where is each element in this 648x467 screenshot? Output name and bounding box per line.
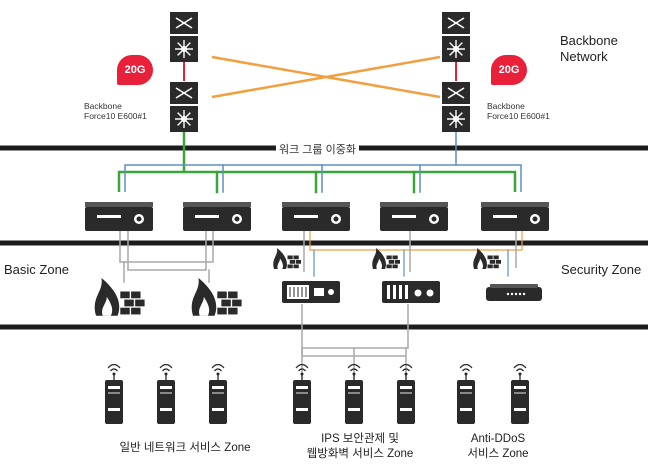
workgroup-switch-5 [481,202,549,231]
security-firewall-2 [372,248,400,269]
ips-waf-service-zone-label: IPS 보안관제 및 웹방화벽 서비스 Zone [306,433,414,460]
workgroup-redundancy-label: 워크 그룹 이중화 [276,141,359,157]
general-server-3 [209,363,227,424]
zone-divider-3 [0,324,648,330]
left-backbone-switch-label: Backbone Force10 E600#1 [84,101,147,121]
workgroup-switch-1 [85,202,153,231]
right-core-switch-upper [442,12,470,62]
basic-firewall-right [191,278,242,316]
workgroup-switch-4 [380,202,448,231]
basic-zone-link-2 [127,230,207,271]
ddos-server-2 [511,363,529,424]
security-orange-link [309,230,523,251]
basic-zone-label: Basic Zone [4,262,70,277]
ips-server-2 [345,363,363,424]
backbone-cross-link-2 [211,55,441,99]
anti-ddos-appliance [486,284,542,301]
anti-ddos-service-zone-label: Anti-DDoS 서비스 Zone [467,433,529,460]
security-firewall-1 [273,248,301,269]
ips-server-3 [397,363,415,424]
ips-server-link-2 [302,304,409,349]
ips-server-1 [293,363,311,424]
general-service-zone-label: 일반 네트워크 서비스 Zone [119,442,251,454]
basic-firewall-left [94,278,145,316]
ips-appliance [282,281,340,303]
right-backbone-switch-label: Backbone Force10 E600#1 [487,101,550,121]
basic-zone-link-1 [119,230,214,263]
workgroup-switch-2 [183,202,251,231]
blue-distribution-bus [124,164,522,192]
general-server-2 [157,363,175,424]
security-zone-label: Security Zone [561,262,642,277]
web-firewall-appliance [382,281,440,303]
left-bandwidth-badge: 20G [117,55,153,85]
backbone-network-label: Backbone Network [560,33,618,64]
workgroup-switch-3 [282,202,350,231]
ddos-server-1 [457,363,475,424]
right-bandwidth-badge: 20G [491,55,527,85]
general-server-1 [105,363,123,424]
zone-divider-2 [0,240,648,246]
security-firewall-3 [473,248,501,269]
left-core-switch-upper [170,12,198,62]
left-core-switch-lower [170,82,198,132]
right-core-switch-lower [442,82,470,132]
